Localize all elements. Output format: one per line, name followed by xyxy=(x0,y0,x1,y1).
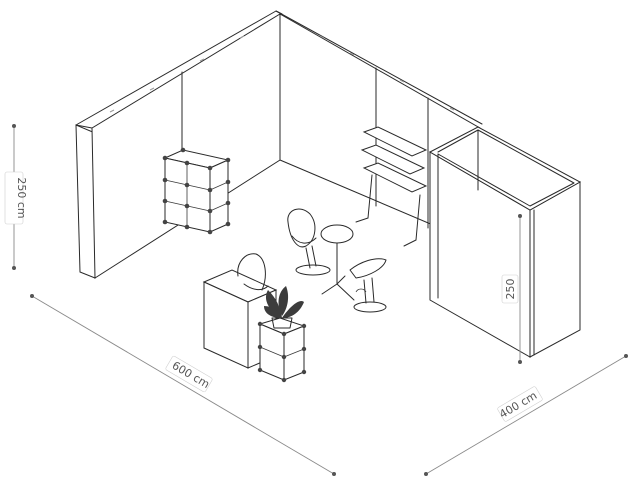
cube-shelf-left xyxy=(162,147,231,235)
shell-chair-icon xyxy=(349,258,387,313)
shell-chair-icon xyxy=(287,208,331,276)
wall-shelves xyxy=(355,126,428,247)
storage-room-side xyxy=(529,181,581,358)
shell-chair-icon xyxy=(237,253,269,291)
storage-room-top-left xyxy=(428,126,582,211)
wall-top-dashes xyxy=(109,35,455,113)
cube-shelf-right xyxy=(257,317,307,383)
dimension-height-right: 250 xyxy=(501,214,522,364)
height-right-label: 250 xyxy=(504,279,517,300)
height-left-label: 250 cm xyxy=(15,177,28,218)
booth-walls xyxy=(75,10,582,358)
dimension-height-left: 250 cm xyxy=(4,124,28,270)
bistro-table-icon xyxy=(320,224,355,301)
potted-plant-icon xyxy=(264,286,304,329)
back-left-wall xyxy=(91,13,281,279)
dimension-depth-right: 400 cm xyxy=(424,354,628,476)
